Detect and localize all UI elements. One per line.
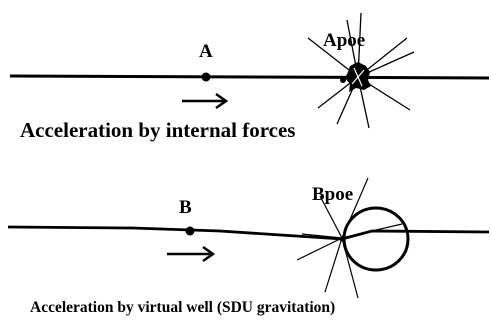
top-track-line — [10, 76, 489, 78]
label-bpoe: Bpoe — [312, 185, 353, 204]
virtual-well-circle — [344, 208, 408, 270]
label-body-b: B — [179, 198, 192, 217]
top-scene — [10, 13, 489, 128]
body-b-dot — [186, 227, 195, 236]
bottom-track-line — [8, 227, 489, 239]
bpoe-point-dot — [340, 237, 345, 242]
label-apoe: Apoe — [323, 31, 365, 50]
caption-virtual-well: Acceleration by virtual well (SDU gravit… — [30, 300, 335, 316]
label-body-a: A — [199, 42, 213, 61]
caption-internal-forces: Acceleration by internal forces — [20, 120, 295, 141]
body-a-dot — [202, 73, 211, 82]
top-right-arrow-icon — [182, 94, 226, 108]
bottom-scene — [8, 178, 489, 298]
bottom-right-arrow-icon — [167, 247, 213, 261]
